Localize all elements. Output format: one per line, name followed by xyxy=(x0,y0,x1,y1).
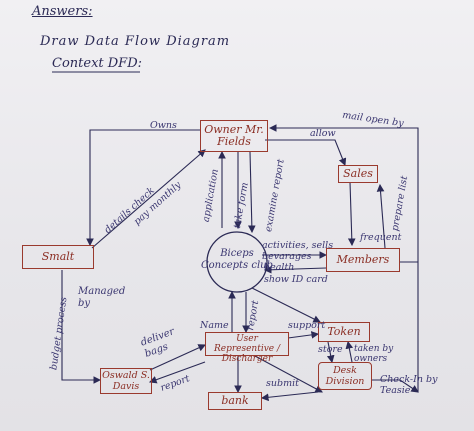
flow-check-in xyxy=(372,379,419,393)
label-activities: activities, sells bevarages xyxy=(262,240,334,262)
entity-members: Members xyxy=(326,248,400,272)
label-check-in: Check-In by Teasie xyxy=(380,374,438,396)
flow-sales-members xyxy=(347,181,356,247)
answer-heading: Answers: xyxy=(32,4,93,19)
label-health: health xyxy=(264,262,295,273)
flow-details-check xyxy=(91,149,206,249)
entity-token: Token xyxy=(318,322,370,342)
entity-bank: bank xyxy=(208,392,262,410)
flow-mail-open-by xyxy=(268,124,419,392)
flow-taken-by-owners xyxy=(345,340,354,363)
flow-budget-process xyxy=(61,270,102,384)
entity-owner: Owner Mr. Fields xyxy=(200,120,268,152)
flow-owns xyxy=(86,129,200,247)
flow-submit-2 xyxy=(254,355,323,393)
flow-process-token xyxy=(251,287,321,323)
label-support: support xyxy=(288,320,326,331)
label-store: store xyxy=(318,344,343,355)
flow-deliver-bags xyxy=(149,344,207,371)
label-name: Name xyxy=(200,320,229,331)
entity-desk: Desk Division xyxy=(318,362,372,390)
flow-report xyxy=(148,361,206,384)
entity-sales: Sales xyxy=(338,165,378,183)
label-frequent: frequent xyxy=(360,232,402,243)
flow-desk-bank xyxy=(260,391,319,402)
process-label: Biceps Concepts club xyxy=(201,248,274,271)
flow-frequent xyxy=(376,183,386,249)
label-taken-by-owners: taken by owners xyxy=(354,344,394,364)
task-title: Draw Data Flow Diagram xyxy=(40,34,231,49)
page-subtitle: Context DFD: xyxy=(52,56,142,71)
entity-oswald: Oswald S. Davis xyxy=(100,368,152,394)
label-allow: allow xyxy=(310,128,336,139)
flow-examine-report xyxy=(247,151,256,234)
label-owns: Owns xyxy=(150,120,177,131)
flow-allow xyxy=(265,139,347,167)
entity-user-rep: User Representive / Discharger xyxy=(205,332,289,364)
flow-support xyxy=(287,331,320,339)
label-managed-by: Managed by xyxy=(78,286,126,309)
label-show-id-card: show ID card xyxy=(264,274,328,285)
label-submit: submit xyxy=(266,378,299,389)
process-circle xyxy=(206,231,268,293)
flow-store xyxy=(326,341,335,364)
flow-health xyxy=(263,265,327,274)
entity-smalt: Smalt xyxy=(22,245,94,269)
